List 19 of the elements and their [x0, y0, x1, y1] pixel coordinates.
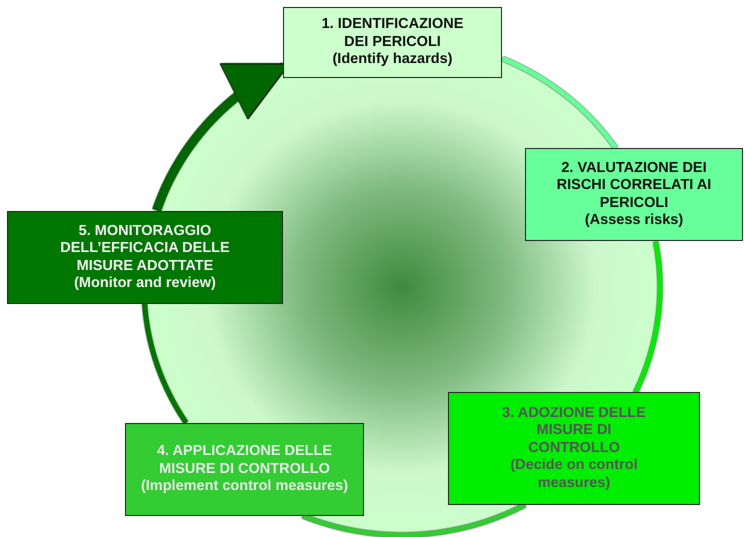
ring-line [142, 302, 188, 424]
step-box [448, 392, 700, 505]
step-box [125, 423, 364, 516]
step-title: 2. VALUTAZIONE DEI RISCHI CORRELATI AI PERICOLI [556, 160, 712, 212]
ring-line [501, 56, 618, 150]
ring-line [633, 240, 662, 394]
step-title: 4. APPLICAZIONE DELLE MISURE DI CONTROLLO [156, 443, 334, 478]
step-title: 5. MONITORAGGIO DELL’EFFICACIA DELLE MISURE ADOTTATE [59, 222, 231, 275]
step-box [283, 7, 502, 78]
step-subtitle: (Assess risks) [584, 212, 684, 230]
step-subtitle: (Implement control measures) [140, 478, 348, 496]
step-title: 1. IDENTIFICAZIONE DEI PERICOLI [320, 16, 464, 52]
step-title: 3. ADOZIONE DELLE MISURE DI CONTROLLO [501, 405, 647, 458]
step-subtitle: (Identify hazards) [332, 51, 453, 69]
step-subtitle: (Monitor and review) [74, 274, 216, 292]
ring-line [301, 502, 527, 537]
step-subtitle: (Decide on control measures) [509, 457, 639, 492]
step-box [7, 211, 283, 304]
step-box [525, 148, 743, 241]
